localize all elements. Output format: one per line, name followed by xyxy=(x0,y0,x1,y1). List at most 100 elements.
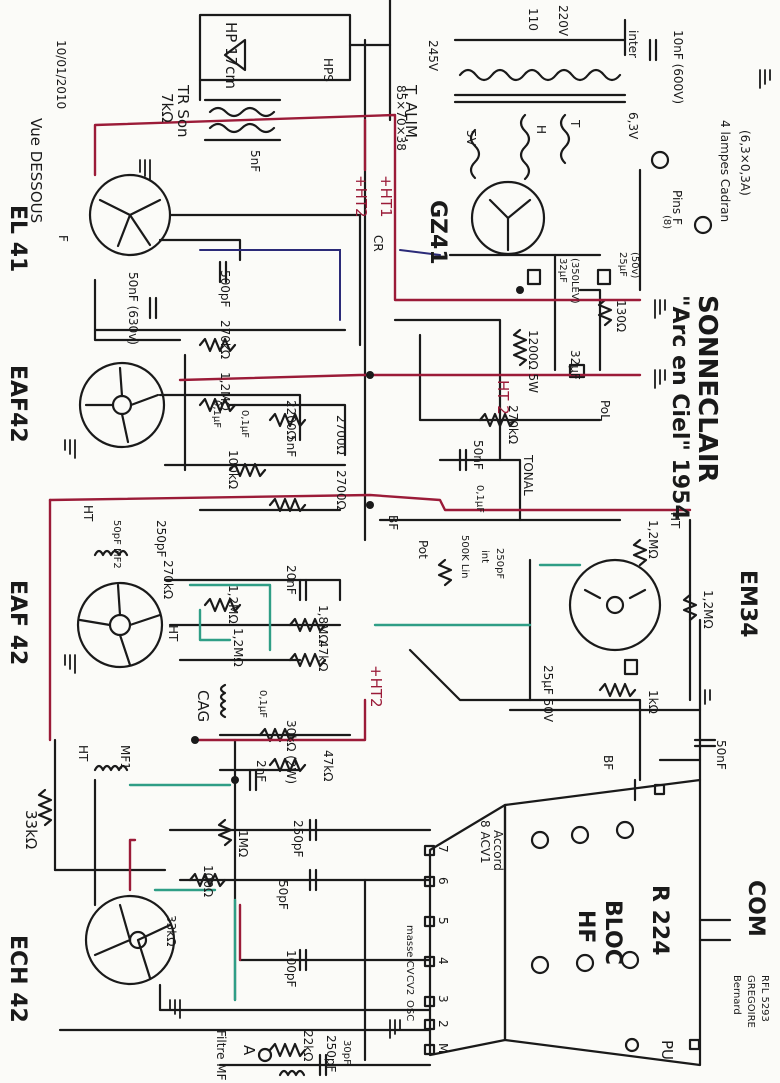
pot-value-label: 500K Lin xyxy=(459,535,470,579)
resistor-2700-b-value: 2700Ω xyxy=(334,415,348,455)
resistor-1m xyxy=(217,818,233,847)
mains-110-label: 110 xyxy=(526,8,540,31)
power-switch-label[interactable]: inter xyxy=(626,30,640,58)
author-line2: GREGOIRE xyxy=(745,975,756,1028)
resistor-2200 xyxy=(268,412,307,428)
resistor-22k-value: 22kΩ xyxy=(301,1030,315,1062)
author-line1: Bernard xyxy=(731,975,742,1015)
winding-5v-label: 5V xyxy=(464,130,478,146)
resistor-100k xyxy=(228,462,267,478)
resistor-1-2m-e xyxy=(682,593,698,622)
bloc-label-2: HF xyxy=(573,910,598,944)
cap-50pf-mf2-value: 50pF MF2 xyxy=(111,520,122,569)
winding-h-label: H xyxy=(534,125,548,135)
winding-t-label: T xyxy=(568,120,582,128)
date-label: 10/01/2010 xyxy=(54,40,68,110)
tube-label-eaf42-top: EAF42 xyxy=(5,365,30,443)
resistor-1-2m-e-value: 1,2MΩ xyxy=(701,590,715,629)
resistor-47k-b-value: 47kΩ xyxy=(321,750,335,782)
resistor-1-8m-value: 1,8MΩ xyxy=(316,605,330,644)
resistor-270k-c-value: 270kΩ xyxy=(161,560,175,600)
cap-25-spec: (50v) xyxy=(629,252,640,279)
resistor-270k-a-value: 270kΩ xyxy=(218,320,232,360)
resistor-1200 xyxy=(512,328,528,367)
cap-50nf-b-value: 50nF xyxy=(714,740,728,770)
resistor-100k-value: 100kΩ xyxy=(226,450,240,490)
cap-5nf-output: 5nF xyxy=(248,150,262,173)
dial-lamps-spec-label: (6,3×0,3A) xyxy=(738,130,752,196)
capacitor-plates xyxy=(148,38,717,1077)
potentiometer xyxy=(437,558,453,587)
resistor-130 xyxy=(597,298,613,327)
tube-label-gz41: GZ41 xyxy=(425,200,450,265)
resistor-22k xyxy=(268,1042,307,1058)
net-ht-c: HT xyxy=(76,745,90,762)
resistor-1200-value: 1200Ω 5W xyxy=(526,330,540,394)
tube-socket-eaf42-top xyxy=(78,361,166,449)
filter-mf-label: Filtre MF xyxy=(214,1030,228,1081)
mains-220-label: 220V xyxy=(556,5,570,37)
bloc-cv2-label: CV2 xyxy=(404,975,415,996)
resistor-47k-a xyxy=(288,652,327,668)
speaker-label: HP 17cm xyxy=(222,22,240,90)
output-transformer-label: TR Son xyxy=(174,85,192,138)
resistor-1-2m-b-value: 1,2MΩ xyxy=(226,585,240,624)
resistor-100 xyxy=(188,872,227,888)
resistor-33k xyxy=(37,788,53,827)
output-transformer xyxy=(203,98,282,142)
mains-secondary-label: 245V xyxy=(426,40,440,72)
resistor-1-2m-b xyxy=(203,597,242,613)
title-model: "Arc en Ciel" 1954 xyxy=(667,295,692,520)
mains-transformer xyxy=(453,18,627,181)
resistor-1-8m xyxy=(288,617,327,633)
resistor-130-value: 130Ω xyxy=(614,300,628,333)
filament-f-label: F xyxy=(56,235,70,242)
author-line3: RFL 5293 xyxy=(759,975,770,1022)
bloc-pin-squares xyxy=(423,783,701,1056)
cap-20nf-value: 20nF xyxy=(284,565,298,595)
pot-label[interactable]: Pot xyxy=(416,540,430,559)
cap-0-1-mf-value: 0,1µF xyxy=(257,690,268,719)
net-bf-b: BF xyxy=(601,755,615,771)
tonal-control[interactable]: TONAL xyxy=(521,455,535,496)
antenna-jack xyxy=(257,1047,273,1063)
resistor-1m-value: 1MΩ xyxy=(236,830,250,858)
cap-500pf-value: 500pF xyxy=(218,270,232,308)
dial-lamps-label: 4 lampes Cadran xyxy=(718,120,732,223)
pins-label: Pins F xyxy=(670,190,684,225)
resistor-33k-b-value: 33kΩ xyxy=(164,915,178,947)
pu-label[interactable]: PU xyxy=(658,1040,676,1061)
bloc-pin-6: 6 xyxy=(436,877,450,885)
cap-50nf-630-value: 50nF (630v) xyxy=(126,272,140,345)
bloc-pin-5: 5 xyxy=(436,917,450,925)
cap-50nf-tonal-value: 50nF xyxy=(471,440,485,470)
blue-wiring xyxy=(199,249,441,321)
cap-250pf-d-value: 250pF xyxy=(324,1035,338,1073)
resistor-270k-b xyxy=(478,412,517,428)
cap-250pf-a-value: 250pF xyxy=(154,520,168,558)
coil-mf1-label: MF1 xyxy=(118,745,132,770)
resistor-1-2m-d xyxy=(632,538,648,567)
hps-label: HPS xyxy=(321,58,335,82)
pot-int-label: int xyxy=(479,550,490,564)
cap-25-value: 25µF xyxy=(617,252,628,277)
tube-label-em34: EM34 xyxy=(735,570,760,638)
net-ht-d: HT xyxy=(668,512,682,529)
net-ht-a: HT xyxy=(81,505,95,522)
tube-socket-em34 xyxy=(568,558,662,652)
tube-socket-eaf42-mid xyxy=(76,581,164,669)
pins8-label: (8) xyxy=(661,215,672,230)
bloc-masse-cv-label: masse CV xyxy=(404,925,415,975)
junction-dots xyxy=(191,286,524,784)
antenna-label[interactable]: A xyxy=(240,1045,258,1056)
resistor-30k-value: 30kΩ (2W) xyxy=(284,720,298,785)
bloc-acv1-label: 8 ACV1 xyxy=(478,820,492,864)
tube-socket-el41 xyxy=(88,173,172,257)
tube-label-eaf42-mid: EAF 42 xyxy=(5,580,30,666)
pu-jack xyxy=(624,1037,640,1053)
tube-label-el41: EL 41 xyxy=(5,205,30,273)
coil-cag xyxy=(219,683,227,719)
cap-10nf-600-value: 10nF (600V) xyxy=(671,30,685,105)
net-ht2-a: +HT2 xyxy=(352,175,370,218)
